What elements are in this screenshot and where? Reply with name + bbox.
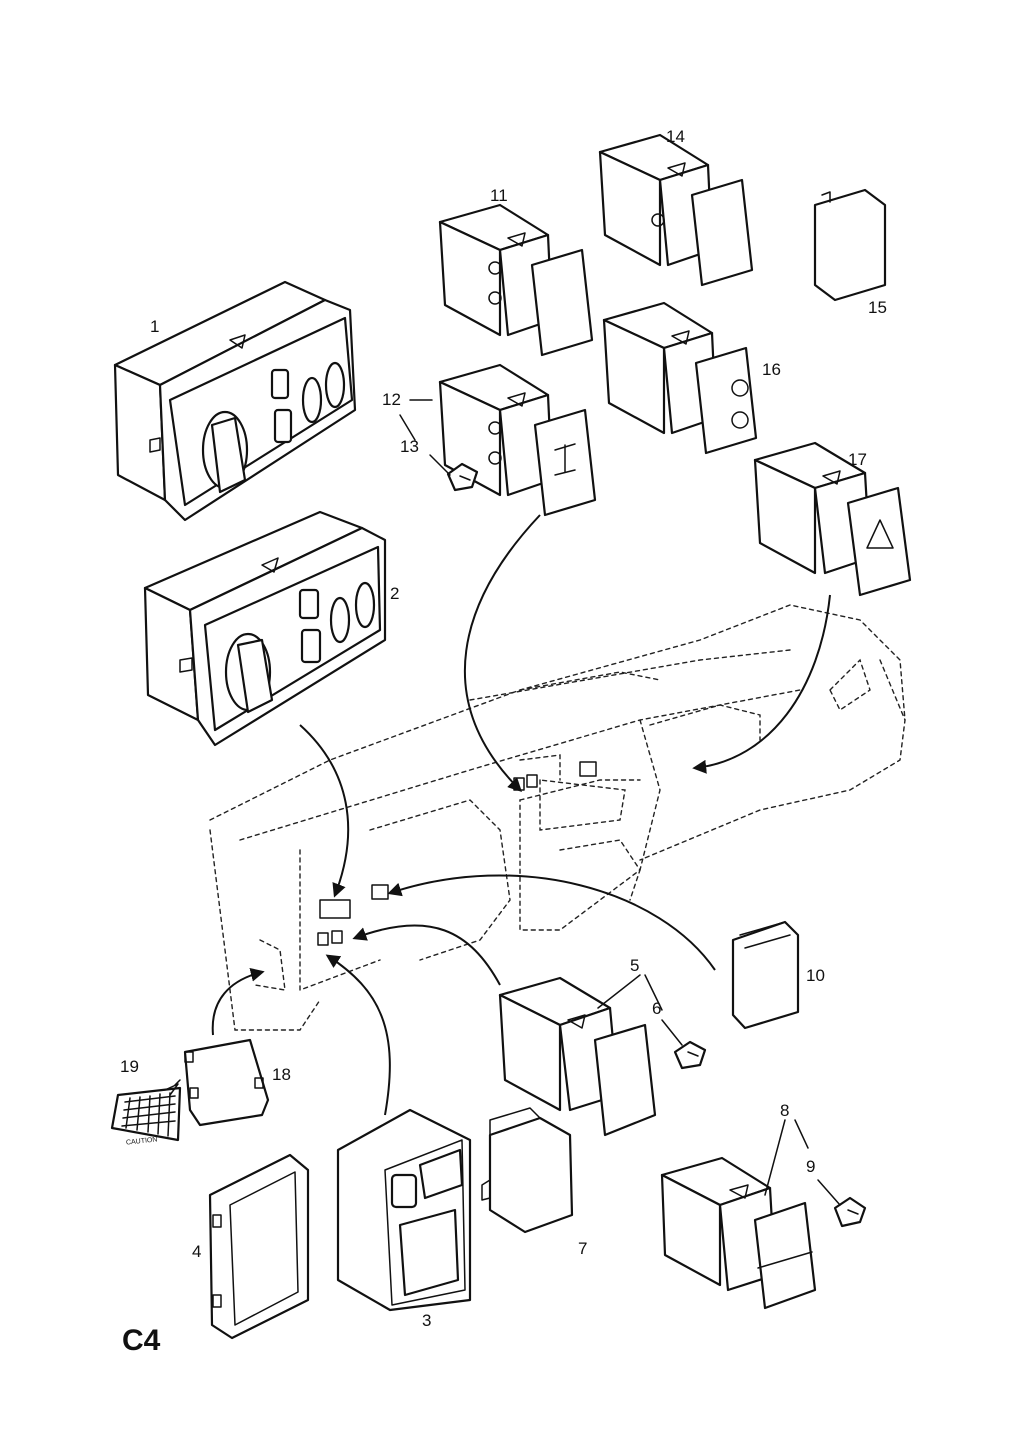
callout-12: 12	[382, 390, 401, 409]
grid-card-19	[110, 1083, 182, 1142]
section-code: C4	[122, 1324, 161, 1357]
switch-cluster-3	[336, 1108, 472, 1312]
callout-19: 19	[120, 1057, 139, 1076]
callout-2: 2	[390, 584, 400, 603]
clip-cover-18	[183, 1038, 270, 1127]
cap-15	[813, 188, 887, 302]
push-switch-8	[660, 1156, 817, 1310]
callout-14: 14	[666, 127, 685, 146]
push-switch-11	[438, 203, 594, 357]
bulb-9	[833, 1196, 867, 1228]
hazard-switch-17	[753, 441, 912, 597]
push-switch-14	[598, 133, 754, 287]
light-switch-assembly-2	[143, 510, 387, 747]
bulb-6	[673, 1040, 707, 1070]
callout-4: 4	[192, 1242, 202, 1261]
callout-5: 5	[630, 956, 640, 975]
push-switch-16	[602, 301, 758, 455]
callout-6: 6	[652, 999, 662, 1018]
callout-10: 10	[806, 966, 825, 985]
callout-13: 13	[400, 437, 419, 456]
leader-lines	[174, 399, 841, 1206]
callout-8: 8	[780, 1101, 790, 1120]
callout-11: 11	[490, 186, 508, 205]
callout-3: 3	[422, 1311, 432, 1330]
push-switch-5	[498, 976, 657, 1137]
callout-18: 18	[272, 1065, 291, 1084]
callout-7: 7	[578, 1239, 588, 1258]
light-switch-assembly-1	[113, 280, 357, 522]
callout-16: 16	[762, 360, 781, 379]
location-arrows	[211, 514, 831, 1116]
blank-cover-4	[208, 1153, 310, 1340]
callout-17: 17	[848, 450, 867, 469]
blank-insert-10	[731, 920, 800, 1030]
bulb-13	[446, 462, 479, 492]
dashboard-outline	[209, 604, 906, 1031]
callout-1: 1	[150, 317, 160, 336]
callout-9: 9	[806, 1157, 816, 1176]
push-switch-12	[438, 363, 597, 517]
connector-housing-7	[481, 1107, 574, 1234]
callout-15: 15	[868, 298, 887, 317]
